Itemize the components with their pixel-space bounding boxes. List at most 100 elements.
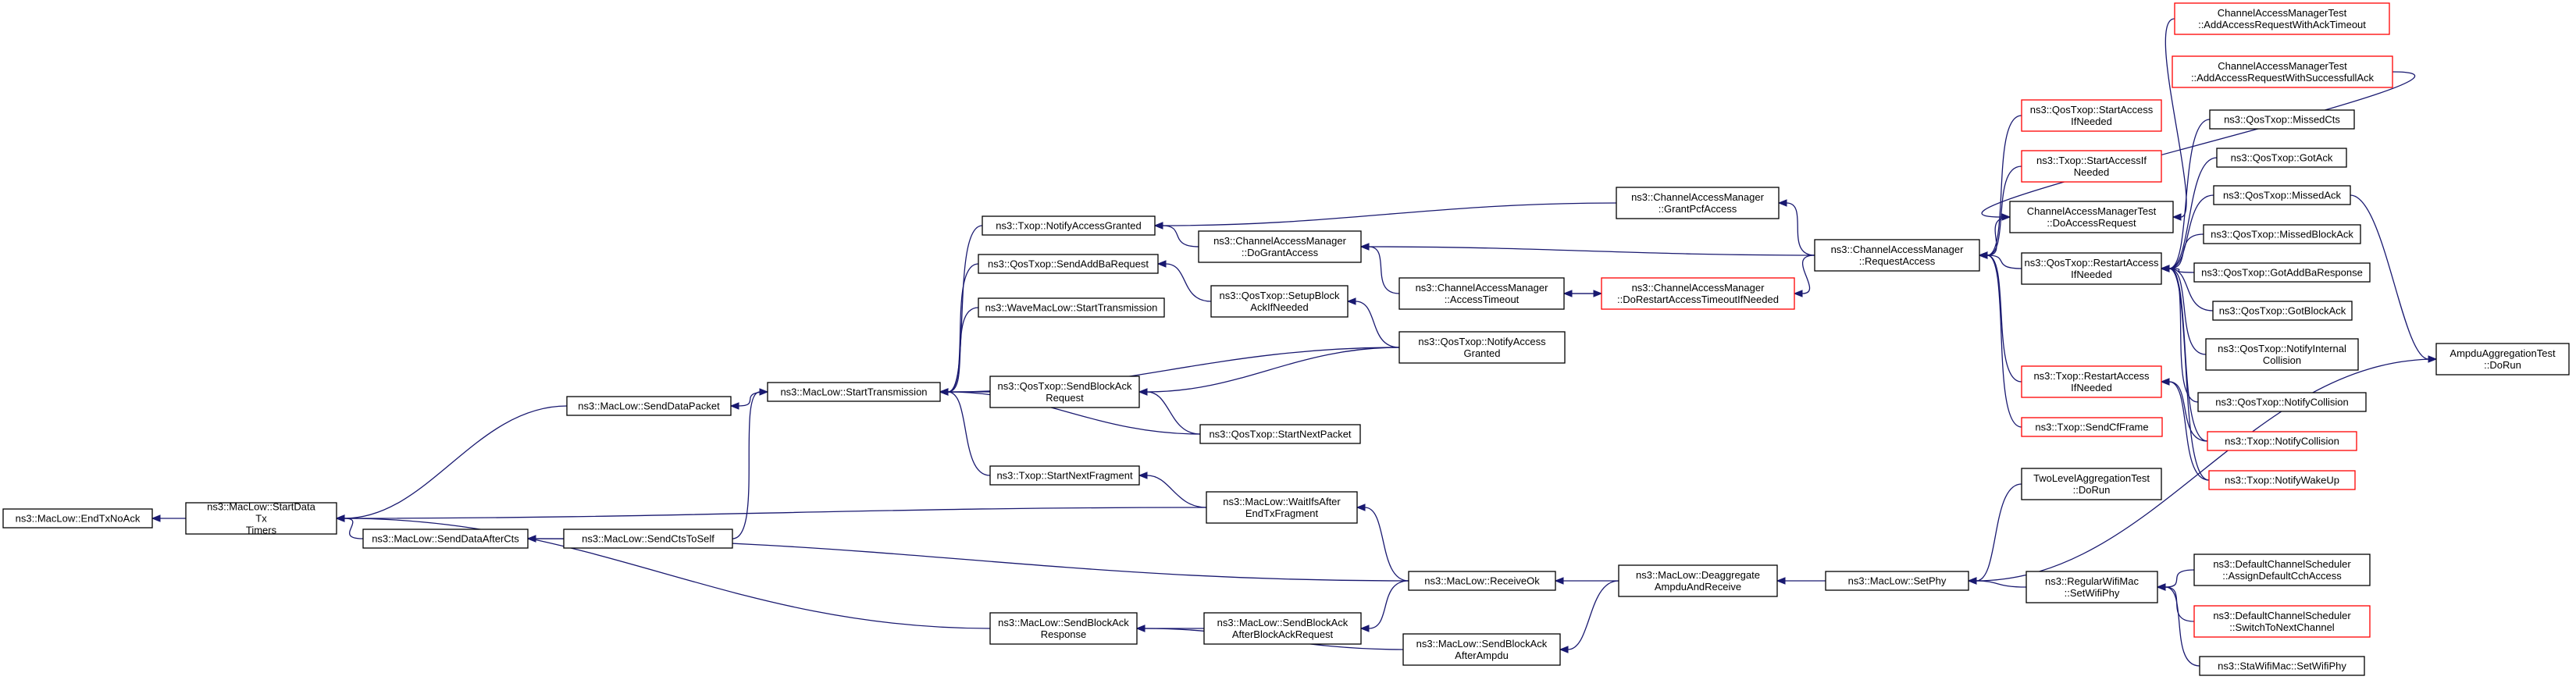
node-box[interactable] [2212,301,2353,321]
node-box[interactable] [989,465,1140,486]
node-box[interactable] [1601,277,1795,310]
node-box[interactable] [563,529,733,549]
node-ns3-regularwifimac-setwifiphy[interactable]: ns3::RegularWifiMac::SetWifiPhy [2026,571,2158,603]
node-twolevelaggregationtest-dorun[interactable]: TwoLevelAggregationTest::DoRun [2021,468,2162,500]
node-box[interactable] [2,508,153,529]
node-ns3-qostxop-notifyaccess-granted[interactable]: ns3::QosTxop::NotifyAccessGranted [1398,331,1566,364]
node-ns3-qostxop-sendaddbarequest[interactable]: ns3::QosTxop::SendAddBaRequest [978,254,1159,274]
node-ns3-channelaccessmanager-dograntaccess[interactable]: ns3::ChannelAccessManager::DoGrantAccess [1198,230,1362,263]
node-box[interactable] [2009,201,2174,233]
node-box[interactable] [982,215,1156,236]
node-box[interactable] [1203,612,1362,645]
node-box[interactable] [2193,554,2371,586]
node-box[interactable] [2207,431,2357,451]
node-box[interactable] [1199,424,1361,444]
node-box[interactable] [1408,571,1556,591]
node-ns3-channelaccessmanager-requestaccess[interactable]: ns3::ChannelAccessManager::RequestAccess [1814,239,1980,272]
node-ns3-qostxop-missedcts[interactable]: ns3::QosTxop::MissedCts [2209,109,2355,130]
node-ns3-channelaccessmanager-accesstimeout[interactable]: ns3::ChannelAccessManager::AccessTimeout [1398,277,1565,310]
node-ns3-qostxop-startnextpacket[interactable]: ns3::QosTxop::StartNextPacket [1199,424,1361,444]
node-box[interactable] [1398,277,1565,310]
node-ampduaggregationtest-dorun[interactable]: AmpduAggregationTest::DoRun [2435,343,2570,376]
node-box[interactable] [2216,148,2347,168]
node-box[interactable] [2021,417,2163,437]
node-ns3-qostxop-notifycollision[interactable]: ns3::QosTxop::NotifyCollision [2197,392,2367,412]
node-ns3-txop-notifyaccessgranted[interactable]: ns3::Txop::NotifyAccessGranted [982,215,1156,236]
node-box[interactable] [185,502,337,535]
node-ns3-qostxop-gotaddbaresponse[interactable]: ns3::QosTxop::GotAddBaResponse [2193,262,2371,283]
node-box[interactable] [1814,239,1980,272]
node-box[interactable] [1210,285,1349,318]
node-box[interactable] [2021,99,2162,132]
node-ns3-defaultchannelscheduler-assigndefaultcchaccess[interactable]: ns3::DefaultChannelScheduler::AssignDefa… [2193,554,2371,586]
node-box[interactable] [1616,187,1780,219]
node-ns3-maclow-receiveok[interactable]: ns3::MacLow::ReceiveOk [1408,571,1556,591]
node-box[interactable] [2435,343,2570,376]
node-box[interactable] [978,297,1165,318]
node-ns3-defaultchannelscheduler-switchtonextchannel[interactable]: ns3::DefaultChannelScheduler::SwitchToNe… [2193,605,2371,638]
node-ns3-txop-notifywakeup[interactable]: ns3::Txop::NotifyWakeUp [2208,470,2356,490]
node-box[interactable] [2193,262,2371,283]
node-ns3-maclow-starttransmission[interactable]: ns3::MacLow::StartTransmission [767,382,941,402]
node-box[interactable] [2021,252,2162,285]
node-ns3-maclow-sendctstoself[interactable]: ns3::MacLow::SendCtsToSelf [563,529,733,549]
node-ns3-maclow-setphy[interactable]: ns3::MacLow::SetPhy [1825,571,1969,591]
node-box[interactable] [1206,491,1358,524]
node-box[interactable] [2021,468,2162,500]
node-channelaccessmanagertest-addaccessrequestwithacktimeout[interactable]: ChannelAccessManagerTest::AddAccessReque… [2174,2,2390,35]
node-box[interactable] [2205,338,2359,371]
node-ns3-txop-startnextfragment[interactable]: ns3::Txop::StartNextFragment [989,465,1140,486]
node-ns3-maclow-sendblockack-afterblockackrequest[interactable]: ns3::MacLow::SendBlockAckAfterBlockAckRe… [1203,612,1362,645]
node-box[interactable] [1402,633,1561,666]
node-box[interactable] [566,396,732,416]
node-box[interactable] [2193,605,2371,638]
node-ns3-qostxop-missedack[interactable]: ns3::QosTxop::MissedAck [2213,185,2351,205]
node-channelaccessmanagertest-addaccessrequestwithsuccessfullack[interactable]: ChannelAccessManagerTest::AddAccessReque… [2172,55,2393,88]
node-ns3-qostxop-gotack[interactable]: ns3::QosTxop::GotAck [2216,148,2347,168]
node-box[interactable] [989,376,1140,408]
node-box[interactable] [2197,392,2367,412]
node-box[interactable] [1825,571,1969,591]
node-box[interactable] [1618,564,1778,597]
node-ns3-maclow-senddatapacket[interactable]: ns3::MacLow::SendDataPacket [566,396,732,416]
node-ns3-txop-notifycollision[interactable]: ns3::Txop::NotifyCollision [2207,431,2357,451]
node-box[interactable] [2174,2,2390,35]
node-box[interactable] [2199,656,2365,676]
node-channelaccessmanagertest-doaccessrequest[interactable]: ChannelAccessManagerTest::DoAccessReques… [2009,201,2174,233]
node-ns3-channelaccessmanager-dorestartaccesstimeoutifneeded[interactable]: ns3::ChannelAccessManager::DoRestartAcce… [1601,277,1795,310]
node-box[interactable] [2213,185,2351,205]
node-box[interactable] [362,529,529,549]
node-box[interactable] [1198,230,1362,263]
node-ns3-qostxop-missedblockack[interactable]: ns3::QosTxop::MissedBlockAck [2203,224,2361,244]
node-ns3-qostxop-gotblockack[interactable]: ns3::QosTxop::GotBlockAck [2212,301,2353,321]
node-box[interactable] [2021,365,2162,398]
node-box[interactable] [978,254,1159,274]
node-box[interactable] [2208,470,2356,490]
node-box[interactable] [2026,571,2158,603]
node-box[interactable] [1398,331,1566,364]
node-box[interactable] [2021,150,2162,183]
node-ns3-channelaccessmanager-grantpcfaccess[interactable]: ns3::ChannelAccessManager::GrantPcfAcces… [1616,187,1780,219]
node-ns3-txop-sendcfframe[interactable]: ns3::Txop::SendCfFrame [2021,417,2163,437]
node-ns3-stawifimac-setwifiphy[interactable]: ns3::StaWifiMac::SetWifiPhy [2199,656,2365,676]
node-box[interactable] [2203,224,2361,244]
node-box[interactable] [989,612,1138,645]
node-ns3-maclow-endtxnoack[interactable]: ns3::MacLow::EndTxNoAck [2,508,153,529]
node-ns3-maclow-senddataaftercts[interactable]: ns3::MacLow::SendDataAfterCts [362,529,529,549]
node-ns3-wavemaclow-starttransmission[interactable]: ns3::WaveMacLow::StartTransmission [978,297,1165,318]
node-box[interactable] [2172,55,2393,88]
node-box[interactable] [767,382,941,402]
node-box[interactable] [2209,109,2355,130]
